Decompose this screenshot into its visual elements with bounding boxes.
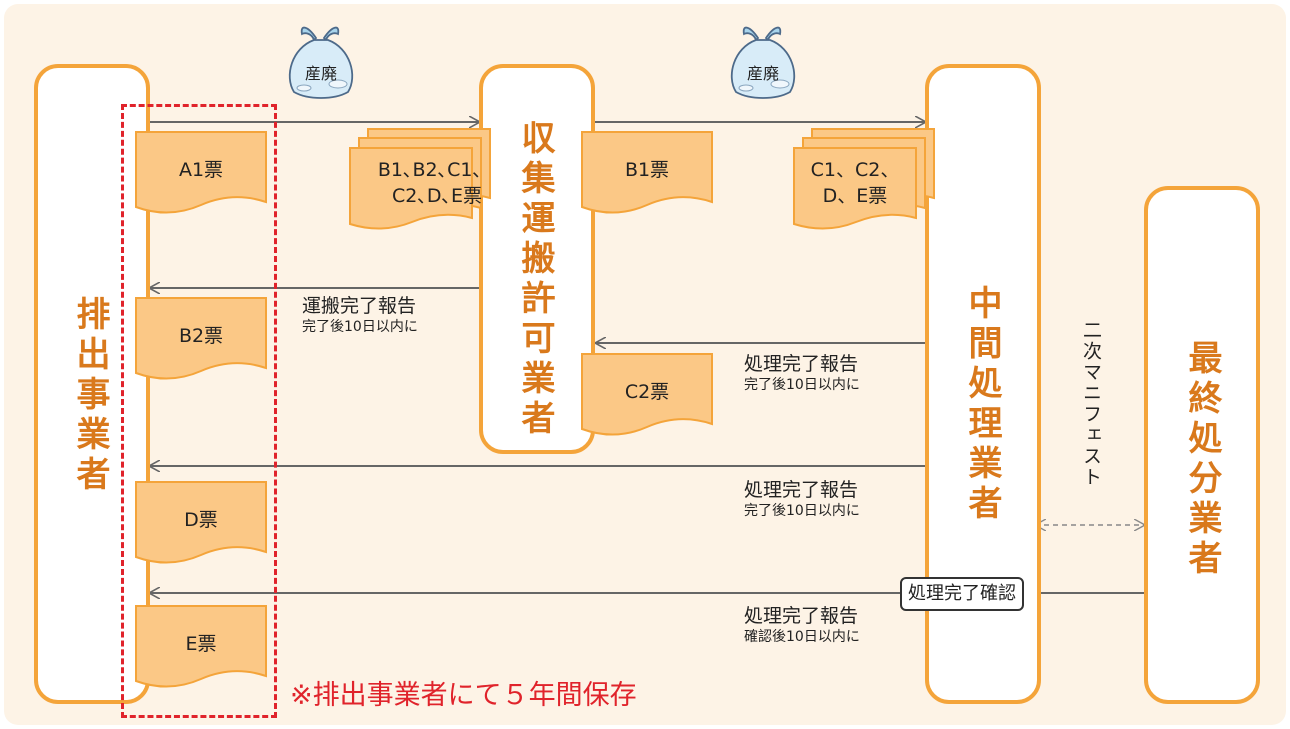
- report-proc-3-title: 処理完了報告: [744, 605, 859, 627]
- trash-bag-icon: [288, 26, 354, 99]
- report-proc-2-sub: 完了後10日以内に: [744, 503, 860, 519]
- final-pillar: [1144, 186, 1260, 704]
- emitter-pillar: [34, 64, 150, 704]
- waste-bag-2: 産廃: [720, 18, 806, 100]
- waste-bag-1-label: 産廃: [304, 64, 337, 83]
- report-proc-1-title: 処理完了報告: [744, 353, 859, 375]
- report-transport: 運搬完了報告 完了後10日以内に: [302, 294, 418, 336]
- doc-c2: C2票: [581, 353, 713, 439]
- doc-b1-label: B1票: [624, 159, 670, 181]
- doc-stack2-line2: D、E票: [822, 185, 888, 207]
- report-transport-sub: 完了後10日以内に: [302, 319, 418, 335]
- doc-stack-b1-e: B1､B2､C1､ C2､D､E票: [342, 128, 492, 238]
- emitter-label: 排出事業者: [70, 296, 110, 496]
- storage-dashed-box: [121, 104, 277, 718]
- report-proc-2: 処理完了報告 完了後10日以内に: [744, 478, 860, 520]
- report-proc-2-title: 処理完了報告: [744, 479, 859, 501]
- trash-bag-icon: [730, 26, 796, 99]
- doc-b2: B2票: [135, 297, 267, 383]
- doc-c2-label: C2票: [624, 381, 670, 403]
- report-proc-1: 処理完了報告 完了後10日以内に: [744, 352, 860, 394]
- doc-b1: B1票: [581, 131, 713, 217]
- waste-bag-1: 産廃: [278, 18, 364, 100]
- report-transport-title: 運搬完了報告: [302, 295, 417, 317]
- doc-e: E票: [135, 605, 267, 691]
- report-proc-3-sub: 確認後10日以内に: [744, 629, 860, 645]
- doc-b2-label: B2票: [178, 325, 224, 347]
- doc-d-label: D票: [184, 509, 218, 531]
- doc-a1-label: A1票: [178, 159, 224, 181]
- waste-bag-2-label: 産廃: [746, 64, 779, 83]
- doc-d: D票: [135, 481, 267, 567]
- intermediate-label: 中間処理業者: [962, 285, 1002, 525]
- process-complete-confirm-box: 処理完了確認: [900, 577, 1024, 611]
- doc-stack1-line1: B1､B2､C1､: [377, 159, 482, 181]
- report-proc-3: 処理完了報告 確認後10日以内に: [744, 604, 860, 646]
- doc-stack-c1-e: C1、C2、 D、E票: [786, 128, 936, 238]
- final-label: 最終処分業者: [1182, 340, 1222, 580]
- doc-stack1-line2: C2､D､E票: [392, 185, 482, 207]
- secondary-manifest-label: 二次マニフェスト: [1080, 320, 1102, 488]
- collector-label: 収集運搬許可業者: [515, 120, 555, 440]
- doc-a1: A1票: [135, 131, 267, 217]
- doc-stack2-line1: C1、C2、: [810, 159, 900, 181]
- collector-pillar: [479, 64, 595, 454]
- report-proc-1-sub: 完了後10日以内に: [744, 377, 860, 393]
- doc-e-label: E票: [185, 633, 217, 655]
- storage-note: ※排出事業者にて５年間保存: [290, 680, 637, 711]
